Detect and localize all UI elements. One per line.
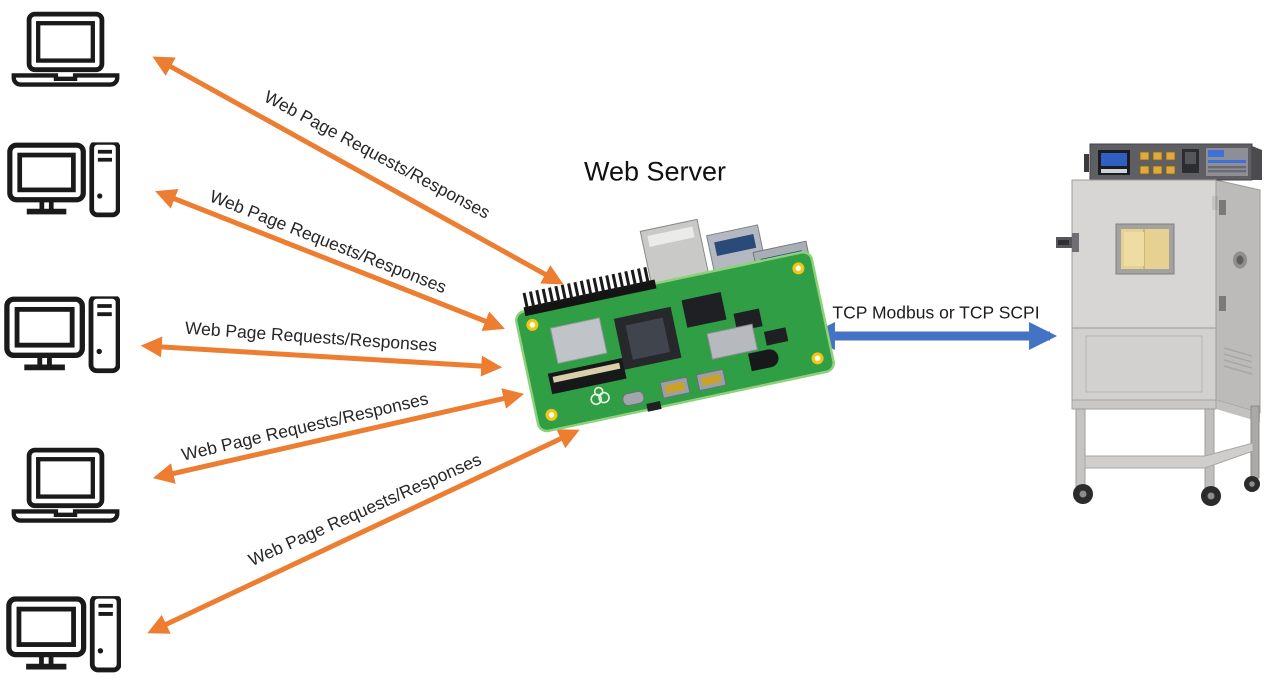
raspberry-pi-icon <box>515 218 835 433</box>
tcp-link-label: TCP Modbus or TCP SCPI <box>832 302 1040 323</box>
desktop-pc-icon <box>7 142 120 218</box>
instrument-device <box>1056 138 1268 511</box>
client-desktop-1 <box>7 142 120 218</box>
client-desktop-2 <box>4 296 120 374</box>
web-request-arrow-5 <box>147 429 580 634</box>
web-server-device <box>510 218 844 445</box>
web-request-arrow-2 <box>155 189 505 331</box>
desktop-pc-icon <box>4 296 120 374</box>
client-laptop-2 <box>8 446 123 528</box>
environmental-chamber-icon <box>1056 143 1262 506</box>
laptop-icon <box>8 10 123 92</box>
client-desktop-3 <box>6 596 121 673</box>
web-request-arrow-3 <box>140 336 503 377</box>
desktop-pc-icon <box>6 596 121 673</box>
client-laptop-1 <box>8 10 123 92</box>
page-title: Web Server <box>583 156 727 187</box>
laptop-icon <box>8 446 123 528</box>
